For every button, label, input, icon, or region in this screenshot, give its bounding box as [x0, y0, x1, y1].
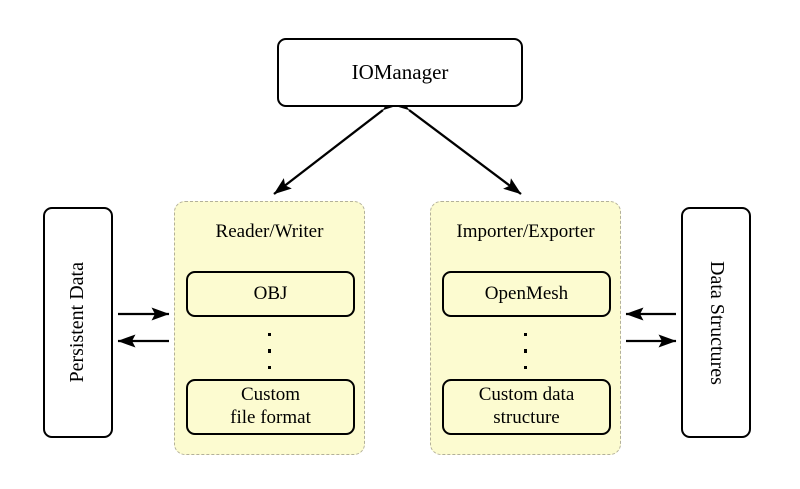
- importer-exporter-title: Importer/Exporter: [456, 221, 595, 242]
- reader-writer-item-custom-line1: Custom: [240, 384, 301, 406]
- reader-writer-item-custom-line2: file format: [230, 407, 311, 428]
- data-structures-label: Data Structures: [705, 260, 728, 385]
- iomanager-label: IOManager: [351, 60, 449, 85]
- importer-exporter-vdots-icon: [431, 333, 620, 369]
- importer-exporter-item-custom-line2: structure: [493, 407, 560, 428]
- importer-exporter-item-openmesh-label: OpenMesh: [484, 282, 569, 304]
- persistent-data-label: Persistent Data: [66, 262, 89, 383]
- connector-manager-reader-writer: [273, 94, 401, 195]
- connector-manager-importer-exporter: [391, 94, 522, 195]
- iomanager-node[interactable]: IOManager: [277, 38, 523, 107]
- reader-writer-title: Reader/Writer: [215, 221, 324, 242]
- data-structures-node[interactable]: Data Structures: [681, 207, 751, 438]
- reader-writer-vdots-icon: [175, 333, 364, 369]
- reader-writer-item-custom-file-format[interactable]: Custom file format: [186, 379, 355, 435]
- reader-writer-panel[interactable]: Reader/Writer OBJ Custom file format: [174, 201, 365, 455]
- persistent-data-node[interactable]: Persistent Data: [43, 207, 113, 438]
- importer-exporter-item-openmesh[interactable]: OpenMesh: [442, 271, 611, 317]
- importer-exporter-item-custom-line1: Custom data: [478, 384, 575, 406]
- reader-writer-item-obj-label: OBJ: [253, 282, 288, 304]
- reader-writer-item-obj[interactable]: OBJ: [186, 271, 355, 317]
- importer-exporter-item-custom-data-structure[interactable]: Custom data structure: [442, 379, 611, 435]
- importer-exporter-panel[interactable]: Importer/Exporter OpenMesh Custom data s…: [430, 201, 621, 455]
